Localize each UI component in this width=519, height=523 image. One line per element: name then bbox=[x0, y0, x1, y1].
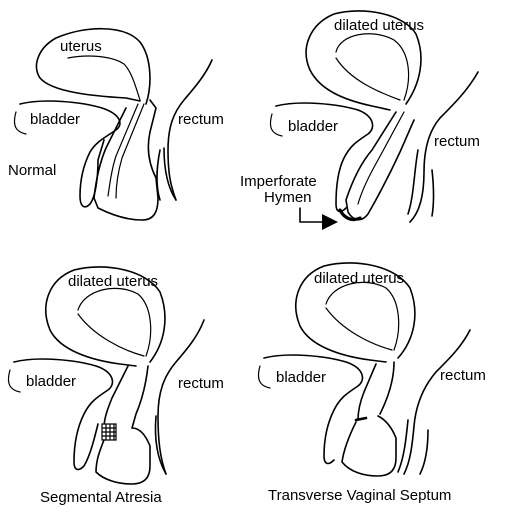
vaginal-canal bbox=[357, 111, 405, 205]
vaginal-canal-2 bbox=[115, 103, 145, 199]
rectum-inner bbox=[154, 415, 167, 475]
rectum-outline bbox=[409, 71, 479, 223]
arrow-line bbox=[299, 207, 323, 223]
label-rectum: rectum bbox=[178, 375, 224, 392]
panel-segmental-atresia: dilated uterus bladder rectum Segmental … bbox=[7, 266, 224, 506]
caption-segmental-atresia: Segmental Atresia bbox=[40, 489, 162, 506]
arrow-head bbox=[322, 214, 338, 230]
label-bladder: bladder bbox=[276, 369, 326, 386]
rectum-inner bbox=[163, 147, 177, 201]
bladder-outline bbox=[13, 358, 114, 471]
urethra-line bbox=[7, 369, 21, 393]
label-dilated-uterus: dilated uterus bbox=[314, 270, 404, 287]
panel-transverse-vaginal-septum: dilated uterus bladder rectum Transverse… bbox=[257, 262, 486, 504]
label-bladder: bladder bbox=[30, 111, 80, 128]
caption-transverse-vaginal-septum: Transverse Vaginal Septum bbox=[268, 487, 451, 504]
uterus-outline bbox=[35, 27, 151, 105]
dilated-uterine-cavity-inner bbox=[325, 307, 393, 351]
panel-imperforate-hymen: dilated uterus bladder rectum Imperforat… bbox=[240, 10, 480, 230]
bladder-outline bbox=[275, 102, 374, 213]
label-rectum: rectum bbox=[434, 133, 480, 150]
rectum-outline bbox=[167, 59, 213, 201]
rectum-outline bbox=[157, 319, 205, 475]
uterine-cavity bbox=[67, 55, 141, 101]
dilated-uterine-cavity bbox=[335, 33, 410, 101]
rectum-inner bbox=[397, 419, 409, 473]
rectum-outline bbox=[403, 329, 471, 475]
dilated-uterine-cavity-inner bbox=[77, 313, 145, 357]
label-bladder: bladder bbox=[288, 118, 338, 135]
upper-vagina-wall bbox=[379, 361, 395, 415]
dilated-uterus-outline bbox=[305, 10, 422, 111]
rectum-anterior bbox=[156, 149, 161, 201]
panel-normal: uterus bladder rectum Normal bbox=[8, 27, 224, 221]
dilated-uterine-cavity-inner bbox=[335, 57, 401, 101]
lower-vagina-outline bbox=[95, 427, 151, 485]
label-bladder: bladder bbox=[26, 373, 76, 390]
upper-vagina-outline bbox=[103, 365, 129, 429]
lower-vagina-outline bbox=[341, 415, 397, 477]
upper-vagina-wall bbox=[131, 365, 149, 429]
label-dilated-uterus: dilated uterus bbox=[334, 17, 424, 34]
label-dilated-uterus: dilated uterus bbox=[68, 273, 158, 290]
urethra-line bbox=[13, 111, 27, 135]
label-uterus: uterus bbox=[60, 38, 102, 55]
urethra-line bbox=[257, 365, 271, 389]
upper-vagina-outline bbox=[357, 363, 377, 421]
dilated-uterus-outline bbox=[295, 262, 416, 363]
atresia-segment bbox=[101, 423, 117, 441]
label-rectum: rectum bbox=[178, 111, 224, 128]
dilated-uterus-outline bbox=[45, 266, 166, 367]
caption-normal: Normal bbox=[8, 162, 56, 179]
label-rectum: rectum bbox=[440, 367, 486, 384]
vagina-outline bbox=[345, 111, 415, 221]
rectum-posterior bbox=[419, 429, 429, 475]
bladder-outline bbox=[263, 354, 364, 465]
dilated-uterine-cavity bbox=[77, 287, 152, 357]
imperforate-hymen-membrane bbox=[338, 208, 362, 222]
bladder-outline bbox=[19, 100, 121, 208]
caption-hymen: Hymen bbox=[264, 189, 312, 206]
vaginal-canal bbox=[107, 103, 139, 197]
dilated-uterine-cavity bbox=[325, 281, 400, 351]
rectum-inner bbox=[407, 149, 419, 215]
transverse-septum bbox=[354, 416, 368, 422]
caption-imperforate: Imperforate bbox=[240, 173, 317, 190]
vagina-outline bbox=[93, 99, 159, 221]
urethra-line bbox=[269, 113, 283, 137]
rectum-posterior bbox=[431, 169, 435, 217]
